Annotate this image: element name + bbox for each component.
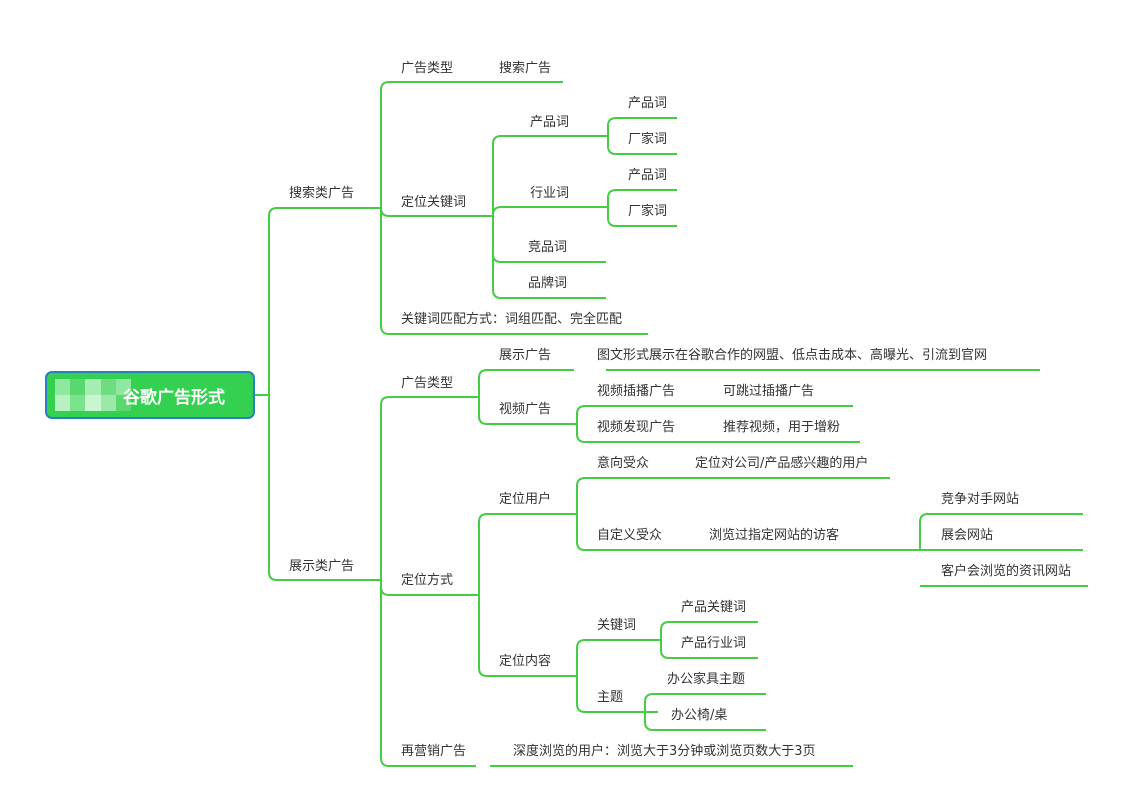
connector — [380, 208, 490, 335]
node-remarketing-desc[interactable]: 深度浏览的用户：浏览大于3分钟或浏览页数大于3页 — [513, 744, 816, 759]
node-product-words-product[interactable]: 产品词 — [628, 96, 668, 111]
connector — [380, 396, 476, 580]
connector — [644, 693, 766, 712]
node-topic-office-furniture[interactable]: 办公家具主题 — [667, 672, 746, 687]
node-intent-audience[interactable]: 意向受众 — [597, 456, 650, 471]
node-targeting-keywords[interactable]: 定位关键词 — [401, 195, 467, 210]
node-search-ads[interactable]: 搜索类广告 — [289, 186, 355, 201]
node-product-words[interactable]: 产品词 — [530, 115, 570, 130]
connector — [660, 621, 758, 640]
node-site-competitor[interactable]: 竞争对手网站 — [941, 492, 1020, 507]
connector — [576, 405, 853, 424]
node-display-ad[interactable]: 展示广告 — [499, 348, 552, 363]
node-competitor-words[interactable]: 竞品词 — [528, 240, 568, 255]
node-video-discovery-desc[interactable]: 推荐视频，用于增粉 — [723, 420, 841, 435]
connector — [478, 369, 574, 397]
node-industry-words-product[interactable]: 产品词 — [628, 168, 668, 183]
connector — [380, 580, 476, 767]
connector — [492, 216, 606, 299]
root-title: 谷歌广告形式 — [123, 387, 225, 408]
node-content-keywords[interactable]: 关键词 — [597, 618, 637, 633]
node-industry-words-maker[interactable]: 厂家词 — [628, 204, 668, 219]
node-video-ad[interactable]: 视频广告 — [499, 402, 552, 417]
node-display-ad-type[interactable]: 广告类型 — [401, 376, 454, 391]
node-product-keywords[interactable]: 产品关键词 — [681, 600, 747, 615]
node-display-ads[interactable]: 展示类广告 — [289, 559, 355, 574]
node-industry-words[interactable]: 行业词 — [530, 186, 570, 201]
connector — [478, 595, 574, 677]
connector — [607, 207, 677, 227]
node-site-news[interactable]: 客户会浏览的资讯网站 — [941, 564, 1072, 579]
connector — [268, 395, 379, 581]
node-search-ad[interactable]: 搜索广告 — [499, 61, 552, 76]
node-target-users[interactable]: 定位用户 — [499, 492, 552, 507]
connector — [607, 136, 677, 155]
connector — [492, 135, 606, 216]
connector — [268, 207, 379, 395]
node-target-content[interactable]: 定位内容 — [499, 654, 552, 669]
root-node[interactable]: 谷歌广告形式 — [45, 371, 255, 419]
connector — [576, 424, 853, 443]
connector — [576, 639, 658, 676]
connector — [478, 513, 574, 595]
node-site-expo[interactable]: 展会网站 — [941, 528, 994, 543]
node-display-ad-desc[interactable]: 图文形式展示在谷歌合作的网盟、低点击成本、高曝光、引流到官网 — [597, 348, 988, 363]
node-product-industry-words[interactable]: 产品行业词 — [681, 636, 747, 651]
connector — [644, 712, 766, 731]
node-match-type[interactable]: 关键词匹配方式：词组匹配、完全匹配 — [401, 312, 623, 327]
node-custom-audience[interactable]: 自定义受众 — [597, 528, 663, 543]
connector — [492, 206, 606, 216]
connector — [919, 513, 1083, 550]
node-video-instream[interactable]: 视频插播广告 — [597, 384, 676, 399]
node-product-words-maker[interactable]: 厂家词 — [628, 132, 668, 147]
redacted-logo-pixels — [55, 379, 131, 411]
connector — [607, 189, 677, 207]
connector — [478, 397, 574, 425]
node-intent-audience-desc[interactable]: 定位对公司/产品感兴趣的用户 — [695, 456, 869, 471]
connector — [607, 117, 677, 136]
node-search-ad-type[interactable]: 广告类型 — [401, 61, 454, 76]
node-remarketing[interactable]: 再营销广告 — [401, 744, 467, 759]
node-topic-office-chair[interactable]: 办公椅/桌 — [671, 708, 728, 723]
node-custom-audience-desc[interactable]: 浏览过指定网站的访客 — [709, 528, 840, 543]
node-targeting-method[interactable]: 定位方式 — [401, 573, 454, 588]
connector — [380, 81, 490, 208]
node-brand-words[interactable]: 品牌词 — [528, 276, 568, 291]
connector — [576, 676, 658, 713]
node-content-topics[interactable]: 主题 — [597, 690, 624, 705]
connector — [576, 477, 890, 514]
connector — [576, 514, 890, 551]
node-video-discovery[interactable]: 视频发现广告 — [597, 420, 676, 435]
connector — [660, 640, 758, 659]
node-video-instream-desc[interactable]: 可跳过插播广告 — [723, 384, 815, 399]
